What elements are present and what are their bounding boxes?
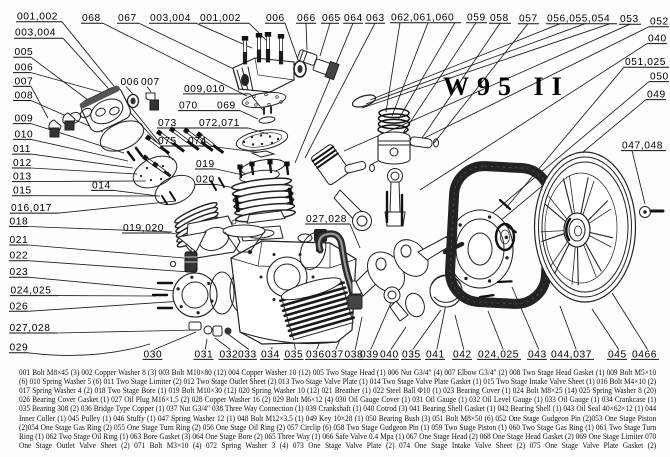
svg-text:019,020: 019,020: [123, 223, 164, 234]
svg-text:022: 022: [10, 251, 29, 262]
svg-text:016,017: 016,017: [11, 203, 52, 214]
svg-text:023: 023: [10, 267, 29, 278]
svg-text:030: 030: [144, 350, 163, 361]
svg-text:024,025: 024,025: [478, 350, 519, 361]
svg-text:003,004: 003,004: [150, 13, 191, 24]
svg-text:045: 045: [608, 350, 627, 361]
svg-text:034: 034: [261, 350, 280, 361]
svg-text:024,025: 024,025: [11, 286, 52, 297]
svg-text:059: 059: [467, 13, 486, 24]
svg-text:035: 035: [285, 350, 304, 361]
svg-text:072,071: 072,071: [199, 118, 240, 129]
svg-text:006: 006: [266, 13, 285, 24]
svg-text:056,055,054: 056,055,054: [547, 14, 610, 25]
svg-text:041: 041: [426, 350, 445, 361]
svg-text:005: 005: [15, 47, 34, 58]
svg-text:029: 029: [10, 343, 29, 354]
svg-text:073: 073: [158, 118, 177, 129]
svg-text:009: 009: [15, 114, 34, 125]
svg-text:035: 035: [402, 350, 421, 361]
svg-text:070: 070: [179, 101, 198, 112]
svg-text:033: 033: [238, 350, 257, 361]
svg-text:018: 018: [10, 217, 29, 228]
svg-text:007: 007: [15, 77, 34, 88]
svg-text:008: 008: [15, 91, 34, 102]
svg-text:036: 036: [306, 350, 325, 361]
svg-text:009,010: 009,010: [184, 84, 225, 95]
svg-text:052: 052: [650, 17, 669, 28]
svg-text:001,002: 001,002: [17, 12, 58, 23]
svg-text:003,004: 003,004: [15, 28, 56, 39]
svg-text:049: 049: [647, 90, 666, 101]
svg-text:040: 040: [380, 350, 399, 361]
svg-text:W95 II: W95 II: [443, 72, 570, 101]
svg-text:039: 039: [360, 350, 379, 361]
svg-text:074: 074: [188, 136, 207, 147]
svg-text:053: 053: [620, 14, 639, 25]
svg-text:026: 026: [10, 302, 29, 313]
svg-text:006: 006: [15, 63, 34, 74]
svg-text:040: 040: [648, 34, 667, 45]
svg-text:021: 021: [10, 235, 29, 246]
svg-text:037: 037: [325, 350, 344, 361]
svg-text:031: 031: [195, 350, 214, 361]
svg-text:064: 064: [344, 13, 363, 24]
svg-text:043: 043: [528, 350, 547, 361]
svg-text:042: 042: [453, 350, 472, 361]
svg-text:032: 032: [220, 350, 239, 361]
svg-text:044,037: 044,037: [551, 350, 592, 361]
svg-text:013: 013: [13, 172, 32, 183]
svg-text:001,002: 001,002: [200, 13, 241, 24]
svg-text:047,048: 047,048: [622, 141, 663, 152]
svg-text:067: 067: [118, 13, 137, 24]
svg-text:010: 010: [15, 130, 34, 141]
svg-text:027,028: 027,028: [10, 323, 51, 334]
svg-text:014: 014: [92, 181, 111, 192]
svg-text:027,028: 027,028: [306, 214, 347, 225]
svg-text:019: 019: [196, 159, 215, 170]
svg-text:020: 020: [196, 175, 215, 186]
svg-text:062,061,060: 062,061,060: [391, 13, 454, 24]
svg-text:075: 075: [158, 136, 177, 147]
svg-text:057: 057: [519, 14, 538, 25]
svg-text:006: 006: [121, 77, 140, 88]
svg-text:038: 038: [345, 350, 364, 361]
svg-text:0466: 0466: [632, 350, 657, 361]
svg-text:066: 066: [297, 13, 316, 24]
svg-text:011: 011: [13, 144, 31, 155]
svg-text:058: 058: [490, 13, 509, 24]
svg-text:050: 050: [650, 72, 669, 83]
svg-text:015: 015: [13, 186, 32, 197]
svg-text:051,025: 051,025: [625, 57, 666, 68]
svg-text:063: 063: [366, 13, 385, 24]
svg-text:065: 065: [322, 13, 341, 24]
svg-text:069: 069: [217, 101, 236, 112]
svg-text:007: 007: [141, 77, 160, 88]
svg-text:068: 068: [82, 13, 101, 24]
svg-text:012: 012: [13, 158, 32, 169]
